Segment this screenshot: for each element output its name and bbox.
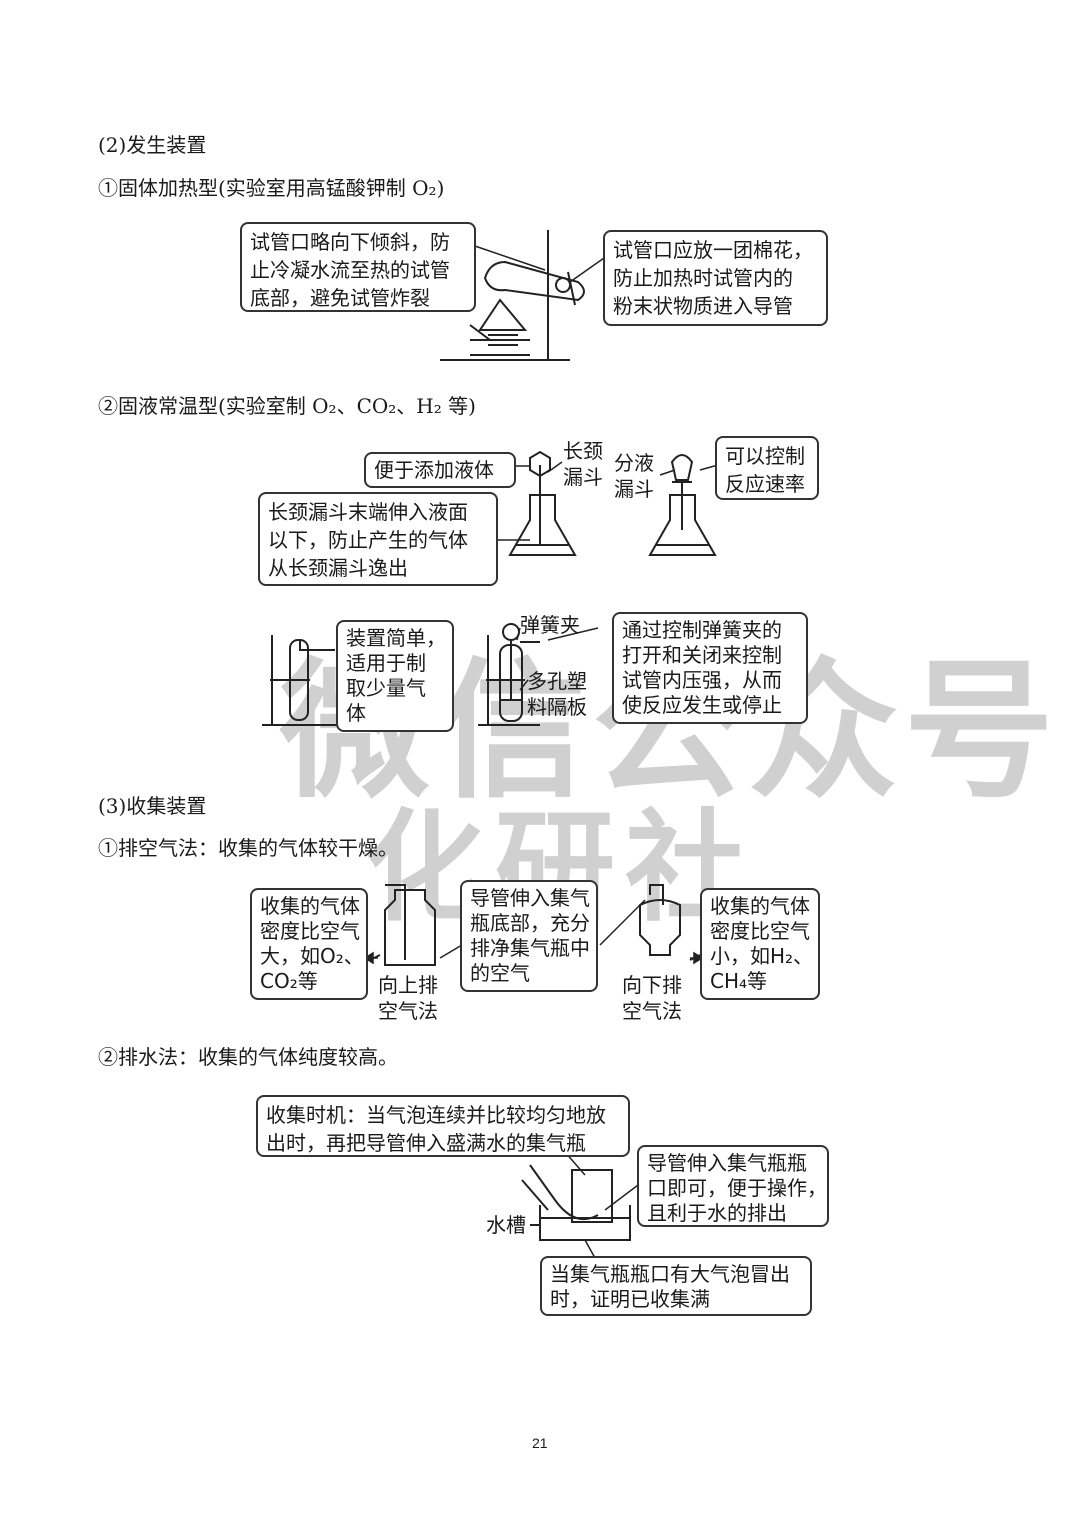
note-line: 打开和关闭来控制	[622, 643, 782, 667]
note-line: 试管内压强，从而	[622, 668, 782, 692]
note-line: 从长颈漏斗逸出	[268, 556, 408, 580]
note-line: 便于添加液体	[374, 458, 494, 482]
note-cotton-wool: 试管口应放一团棉花， 防止加热时试管内的 粉末状物质进入导管	[603, 230, 828, 326]
heading-air-displacement: ①排空气法：收集的气体较干燥。	[98, 836, 398, 860]
note-simple-apparatus: 装置简单， 适用于制 取少量气 体	[336, 620, 454, 732]
note-line: 可以控制	[725, 444, 805, 468]
note-line: 出时，再把导管伸入盛满水的集气瓶	[266, 1131, 586, 1155]
heading-solid-heating: ①固体加热型(实验室用高锰酸钾制 O₂)	[98, 176, 445, 200]
note-tube-to-bottom: 导管伸入集气 瓶底部，充分 排净集气瓶中 的空气	[460, 880, 598, 992]
heading-water-displacement: ②排水法：收集的气体纯度较高。	[98, 1045, 398, 1069]
note-line: 且利于水的排出	[647, 1201, 787, 1225]
label-line: 长颈	[563, 439, 603, 463]
page-number: 21	[532, 1435, 548, 1451]
heading-solid-liquid: ②固液常温型(实验室制 O₂、CO₂、H₂ 等)	[98, 394, 476, 418]
note-line: 试管口略向下倾斜，防	[250, 230, 450, 254]
label-line: 料隔板	[527, 695, 587, 719]
note-line: 瓶底部，充分	[470, 911, 590, 935]
note-line: 装置简单，	[346, 626, 446, 650]
note-line: 当集气瓶瓶口有大气泡冒出	[550, 1262, 790, 1286]
note-line: 密度比空气	[260, 919, 360, 943]
note-line: 取少量气	[346, 676, 426, 700]
label-line: 漏斗	[614, 477, 654, 501]
note-line: 止冷凝水流至热的试管	[250, 258, 450, 282]
note-line: CO₂等	[260, 969, 318, 993]
label-line: 漏斗	[563, 465, 603, 489]
heading-collection: (3)收集装置	[98, 794, 207, 818]
note-line: 收集时机：当气泡连续并比较均匀地放	[266, 1103, 606, 1127]
note-line: 适用于制	[346, 651, 426, 675]
note-denser-than-air: 收集的气体 密度比空气 大，如O₂、 CO₂等	[250, 888, 368, 1000]
note-line: 导管伸入集气瓶瓶	[647, 1151, 807, 1175]
label-separatory-funnel: 分液 漏斗	[614, 450, 654, 502]
note-line: 收集的气体	[260, 894, 360, 918]
note-line: 反应速率	[725, 472, 805, 496]
note-collection-timing: 收集时机：当气泡连续并比较均匀地放 出时，再把导管伸入盛满水的集气瓶	[256, 1095, 630, 1157]
note-line: 小，如H₂、	[710, 944, 814, 968]
label-line: 向下排	[622, 973, 682, 997]
note-control-rate: 可以控制 反应速率	[715, 436, 819, 500]
label-long-neck-funnel: 长颈 漏斗	[563, 438, 603, 490]
note-line: CH₄等	[710, 969, 768, 993]
note-tube-tilted-down: 试管口略向下倾斜，防 止冷凝水流至热的试管 底部，避免试管炸裂	[240, 222, 476, 312]
label-line: 分液	[614, 451, 654, 475]
label-upward-air-displacement: 向上排 空气法	[378, 972, 438, 1024]
note-line: 时，证明已收集满	[550, 1287, 710, 1311]
label-line: 向上排	[378, 973, 438, 997]
note-line: 大，如O₂、	[260, 944, 364, 968]
note-line: 防止加热时试管内的	[613, 266, 793, 290]
note-bottle-full: 当集气瓶瓶口有大气泡冒出 时，证明已收集满	[540, 1256, 812, 1316]
note-funnel-below-liquid: 长颈漏斗末端伸入液面 以下，防止产生的气体 从长颈漏斗逸出	[258, 492, 498, 586]
note-add-liquid: 便于添加液体	[364, 452, 516, 488]
note-spring-clip-control: 通过控制弹簧夹的 打开和关闭来控制 试管内压强，从而 使反应发生或停止	[612, 612, 808, 724]
note-line: 的空气	[470, 961, 530, 985]
label-line: 空气法	[622, 999, 682, 1023]
note-line: 密度比空气	[710, 919, 810, 943]
note-line: 长颈漏斗末端伸入液面	[268, 500, 468, 524]
note-line: 通过控制弹簧夹的	[622, 618, 782, 642]
note-line: 导管伸入集气	[470, 886, 590, 910]
note-line: 使反应发生或停止	[622, 693, 782, 717]
note-less-dense-than-air: 收集的气体 密度比空气 小，如H₂、 CH₄等	[700, 888, 820, 1000]
note-tube-at-mouth: 导管伸入集气瓶瓶 口即可，便于操作， 且利于水的排出	[637, 1145, 829, 1227]
label-porous-plate: 多孔塑 料隔板	[527, 668, 587, 720]
label-downward-air-displacement: 向下排 空气法	[622, 972, 682, 1024]
note-line: 口即可，便于操作，	[647, 1176, 827, 1200]
note-line: 以下，防止产生的气体	[268, 528, 468, 552]
note-line: 试管口应放一团棉花，	[613, 238, 813, 262]
note-line: 底部，避免试管炸裂	[250, 286, 430, 310]
label-line: 空气法	[378, 999, 438, 1023]
heading-generation: (2)发生装置	[98, 133, 207, 157]
label-spring-clip: 弹簧夹	[520, 613, 580, 637]
label-line: 多孔塑	[527, 669, 587, 693]
note-line: 排净集气瓶中	[470, 936, 590, 960]
note-line: 粉末状物质进入导管	[613, 294, 793, 318]
label-water-trough: 水槽	[486, 1213, 526, 1237]
note-line: 体	[346, 701, 366, 725]
note-line: 收集的气体	[710, 894, 810, 918]
